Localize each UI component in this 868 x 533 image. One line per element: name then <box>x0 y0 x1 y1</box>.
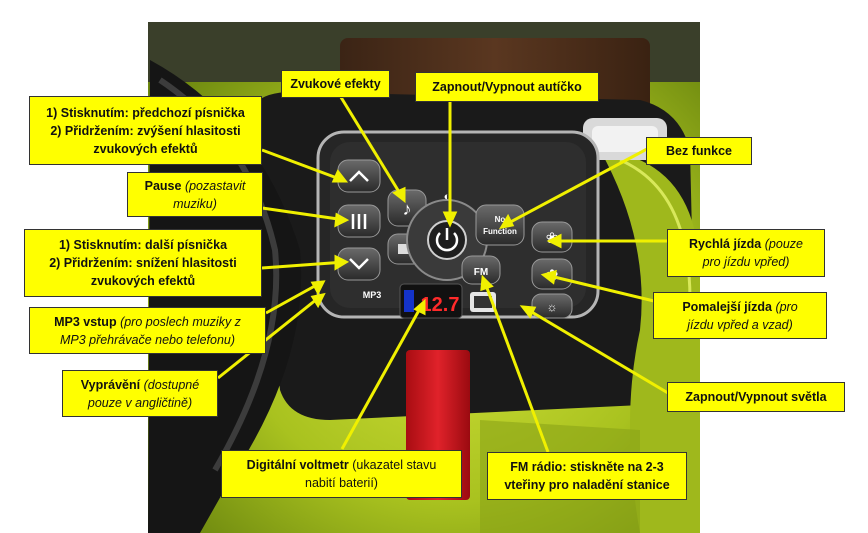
logo-icon: ◐ <box>444 191 451 203</box>
light-bulb-icon: ☼ <box>547 300 558 314</box>
callout-next-song-line3: zvukových efektů <box>90 274 196 288</box>
callout-next-song: 1) Stisknutím: další písnička 2) Přidrže… <box>24 229 262 297</box>
callout-mp3-note-2: MP3 přehrávače nebo telefonu) <box>59 332 236 347</box>
callout-lights-text: Zapnout/Vypnout světla <box>685 390 827 404</box>
callout-no-function: Bez funkce <box>646 137 752 165</box>
callout-previous-song-line2: 2) Přidržením: zvýšení hlasitosti <box>50 123 241 138</box>
callout-fm-radio: FM rádio: stiskněte na 2-3 vteřiny pro n… <box>487 452 687 500</box>
callout-slow-title: Pomalejší jízda <box>682 299 772 314</box>
callout-narration-title: Vyprávění <box>80 377 141 392</box>
callout-slow-note-2: jízdu vpřed a vzad) <box>687 317 793 332</box>
music-note-icon: ♪ <box>403 199 412 219</box>
mp3-jack-icon <box>404 290 414 312</box>
callout-fast-mode: Rychlá jízda (pouze pro jízdu vpřed) <box>667 229 825 277</box>
mp3-label: MP3 <box>363 290 382 300</box>
callout-mp3-title: MP3 vstup <box>54 314 117 329</box>
no-function-label-1: No <box>495 215 506 224</box>
callout-voltmeter-title: Digitální voltmetr <box>246 458 349 472</box>
volume-up-button[interactable] <box>337 159 381 193</box>
callout-power-text: Zapnout/Vypnout autíčko <box>432 80 582 94</box>
lights-button[interactable] <box>531 293 573 319</box>
no-function-button[interactable] <box>475 204 525 246</box>
callout-mp3-note: (pro poslech muziky z <box>120 314 241 329</box>
play-pause-icon <box>351 214 367 229</box>
callout-previous-song: 1) Stisknutím: předchozí písnička 2) Při… <box>29 96 262 165</box>
voltage-readout: 12.7 <box>421 294 460 316</box>
callout-pause-title: Pause <box>144 178 182 193</box>
callout-previous-song-line3: zvukových efektů <box>93 141 198 156</box>
no-function-label-2: Function <box>483 227 517 236</box>
callout-previous-song-line1: 1) Stisknutím: předchozí písnička <box>46 105 245 120</box>
chevron-up-icon <box>349 170 369 182</box>
power-icon <box>435 232 459 252</box>
control-panel: ♪ ◐ No Function FM ❀ ✿ ☼ MP3 12.7 <box>316 130 600 319</box>
callout-fm-line1: FM rádio: stiskněte na 2-3 <box>510 460 664 474</box>
fast-mode-button[interactable] <box>531 221 573 253</box>
callout-lights: Zapnout/Vypnout světla <box>667 382 845 412</box>
callout-arrows <box>217 93 669 453</box>
callout-mp3-input: MP3 vstup (pro poslech muziky z MP3 přeh… <box>29 307 266 354</box>
callout-sound-effects: Zvukové efekty <box>281 70 390 98</box>
callout-fm-line2: vteřiny pro naladění stanice <box>504 478 670 492</box>
callout-narration-note: (dostupné <box>143 377 200 392</box>
callout-voltmeter: Digitální voltmetr (ukazatel stavu nabit… <box>221 450 462 498</box>
callout-narration: Vyprávění (dostupné pouze v angličtině) <box>62 370 218 417</box>
callout-voltmeter-note: (ukazatel stavu <box>352 458 437 472</box>
callout-slow-note: (pro <box>775 299 798 314</box>
callout-fast-note: (pouze <box>764 237 803 251</box>
callout-pause-note: (pozastavit <box>184 178 246 193</box>
callout-narration-note-2: pouze v angličtině) <box>87 395 193 410</box>
chevron-down-icon <box>349 258 369 270</box>
callout-next-song-line2: 2) Přidržením: snížení hlasitosti <box>49 256 237 270</box>
callout-pause-note-2: muziku) <box>173 196 217 211</box>
callout-pause: Pause (pozastavit muziku) <box>127 172 263 217</box>
callout-no-function-text: Bez funkce <box>666 144 732 158</box>
fm-label: FM <box>474 267 488 278</box>
callout-slow-mode: Pomalejší jízda (pro jízdu vpřed a vzad) <box>653 292 827 339</box>
callout-power: Zapnout/Vypnout autíčko <box>415 72 599 102</box>
callout-voltmeter-note-2: nabití baterií) <box>305 476 378 490</box>
callout-next-song-line1: 1) Stisknutím: další písnička <box>58 238 228 252</box>
callout-sound-effects-text: Zvukové efekty <box>290 77 381 91</box>
callout-fast-note-2: pro jízdu vpřed) <box>702 255 790 269</box>
callout-fast-title: Rychlá jízda <box>689 237 762 251</box>
